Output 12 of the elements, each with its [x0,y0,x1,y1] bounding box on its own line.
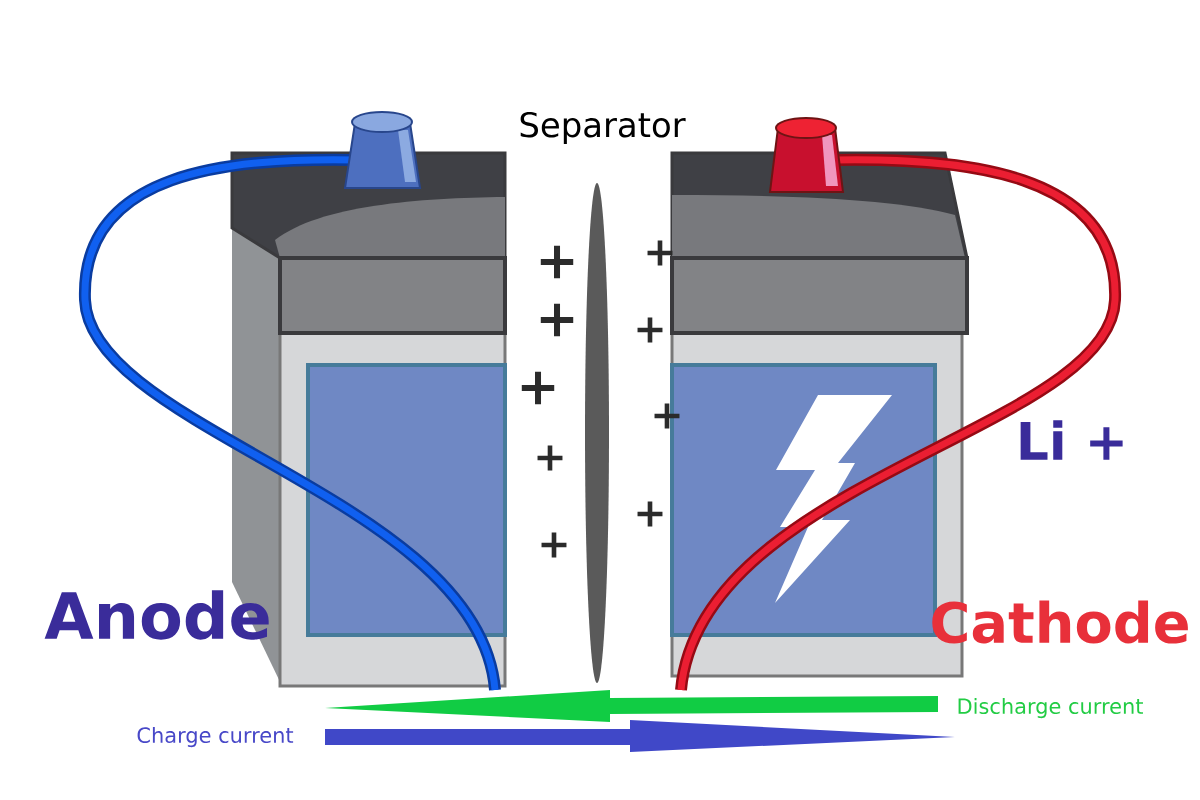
label: + [521,371,555,405]
label: Li + [1020,420,1123,460]
label: + [540,303,574,337]
label: + [540,245,574,279]
label: + [541,532,567,558]
label: Discharge current [958,697,1143,719]
label: + [637,317,663,343]
label: Anode [44,590,269,640]
label: Separator [520,111,686,145]
label: + [637,501,663,527]
label: + [537,445,563,471]
label: Charge current [137,726,294,748]
